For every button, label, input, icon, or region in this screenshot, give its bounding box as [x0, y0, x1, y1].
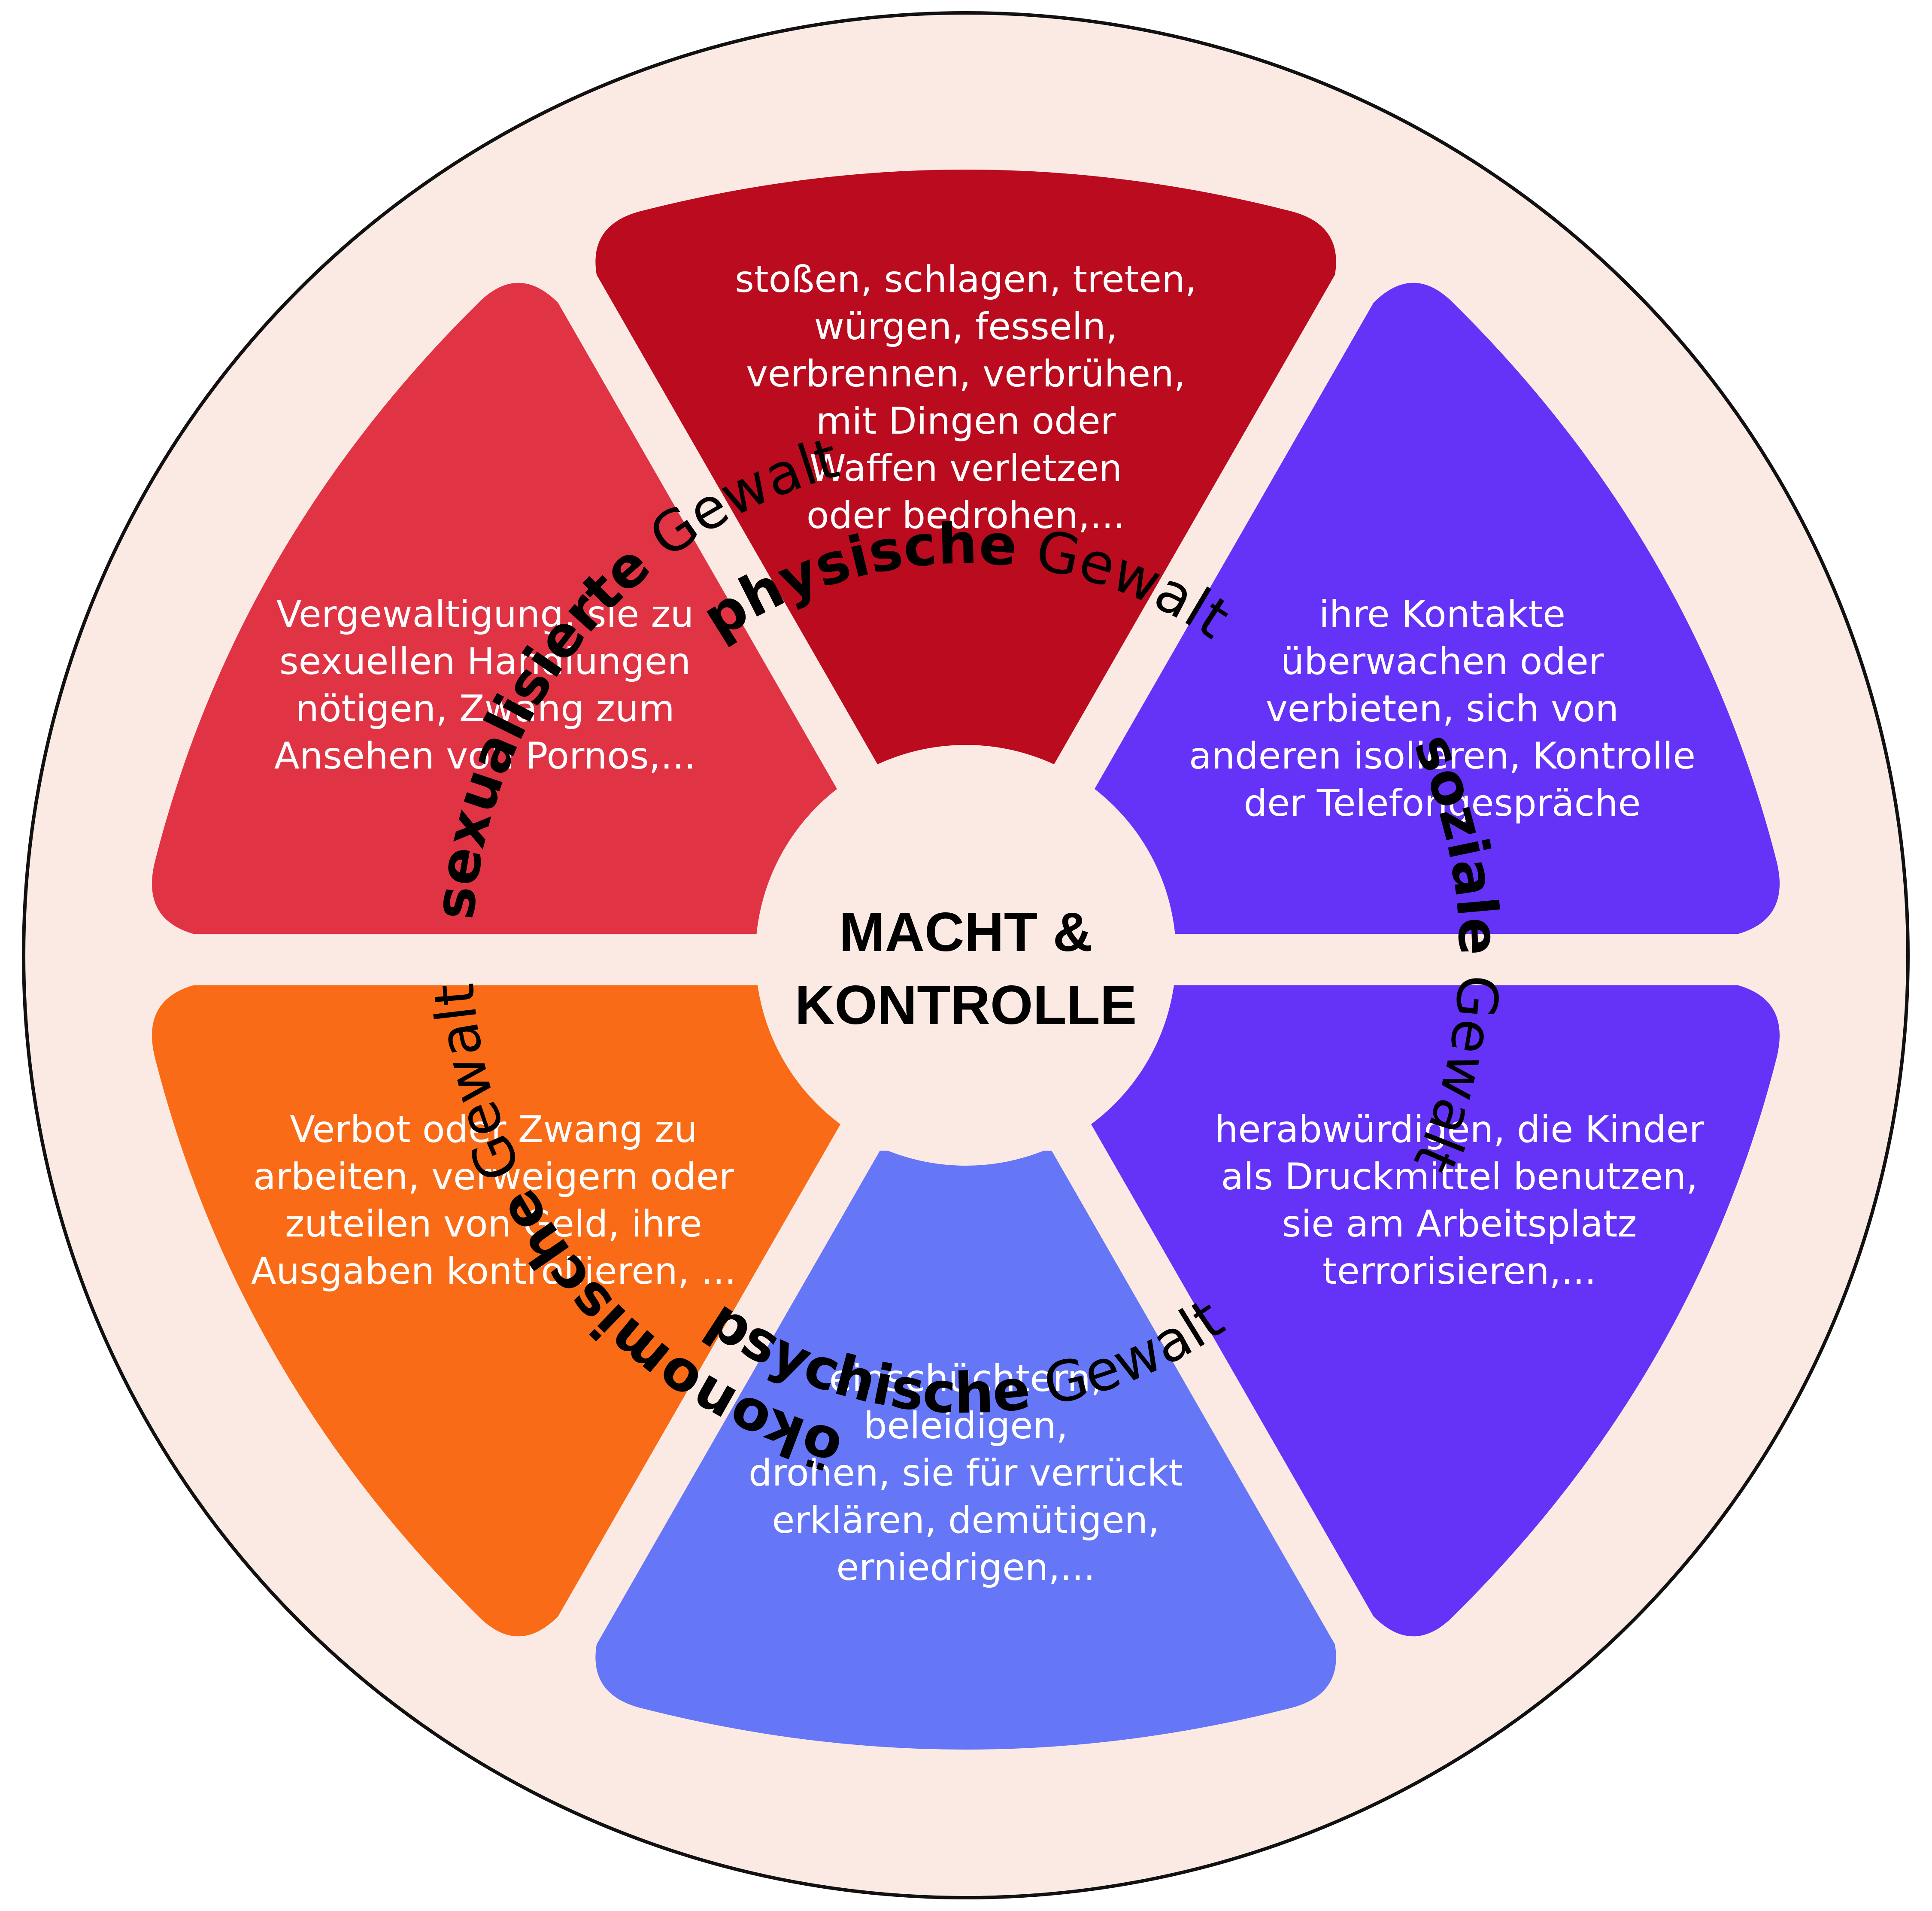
segment-line: herabwürdigen, die Kinder — [1215, 1108, 1705, 1151]
segment-line: der Telefongespräche — [1244, 782, 1641, 825]
segment-text-physisch: stoßen, schlagen, treten,würgen, fesseln… — [735, 258, 1197, 537]
segment-line: anderen isolieren, Kontrolle — [1189, 735, 1695, 778]
segment-line: ihre Kontakte — [1319, 593, 1565, 636]
segment-line: oder bedrohen,... — [807, 494, 1125, 537]
segment-line: mit Dingen oder — [816, 400, 1116, 443]
segment-line: stoßen, schlagen, treten, — [735, 258, 1197, 301]
wedges — [152, 170, 1780, 1750]
segment-line: nötigen, Zwang zum — [295, 687, 674, 730]
segment-line: verbrennen, verbrühen, — [746, 352, 1186, 395]
segment-line: als Druckmittel benutzen, — [1221, 1155, 1698, 1198]
center-title-line1: MACHT & — [839, 902, 1092, 963]
center-title-line2: KONTROLLE — [795, 975, 1137, 1036]
segment-line: Verbot oder Zwang zu — [290, 1108, 698, 1151]
segment-line: sie am Arbeitsplatz — [1282, 1203, 1637, 1246]
segment-line: erklären, demütigen, — [772, 1499, 1160, 1542]
segment-line: terrorisieren,... — [1322, 1250, 1596, 1293]
segment-line: würgen, fesseln, — [814, 305, 1118, 348]
segment-sozial-upper — [1090, 283, 1780, 934]
segment-oekonomisch — [152, 985, 841, 1637]
segment-physisch — [595, 170, 1336, 769]
segment-line: überwachen oder — [1281, 640, 1604, 683]
segment-line: arbeiten, verweigern oder — [253, 1155, 734, 1198]
segment-line: einschüchtern, — [829, 1357, 1103, 1400]
segment-psychisch — [595, 1151, 1336, 1750]
segment-line: Ansehen von Pornos,... — [274, 735, 696, 778]
segment-line: drohen, sie für verrückt — [749, 1452, 1183, 1495]
segment-line: beleidigen, — [864, 1404, 1068, 1447]
segment-line: Ausgaben kontrollieren, ... — [251, 1250, 737, 1293]
segment-line: zuteilen von Geld, ihre — [285, 1203, 702, 1246]
segment-line: Vergewaltigung, sie zu — [276, 593, 694, 636]
segment-line: erniedrigen,... — [836, 1546, 1095, 1589]
segment-sozial-lower — [1090, 985, 1780, 1637]
center-hub — [755, 745, 1176, 1166]
segment-line: sexuellen Handlungen — [279, 640, 691, 683]
segment-sexualisiert — [152, 283, 841, 934]
segment-text-psychisch: einschüchtern,beleidigen, drohen, sie für… — [749, 1357, 1183, 1589]
segment-line: Waffen verletzen — [810, 447, 1122, 490]
segment-line: verbieten, sich von — [1266, 687, 1619, 730]
